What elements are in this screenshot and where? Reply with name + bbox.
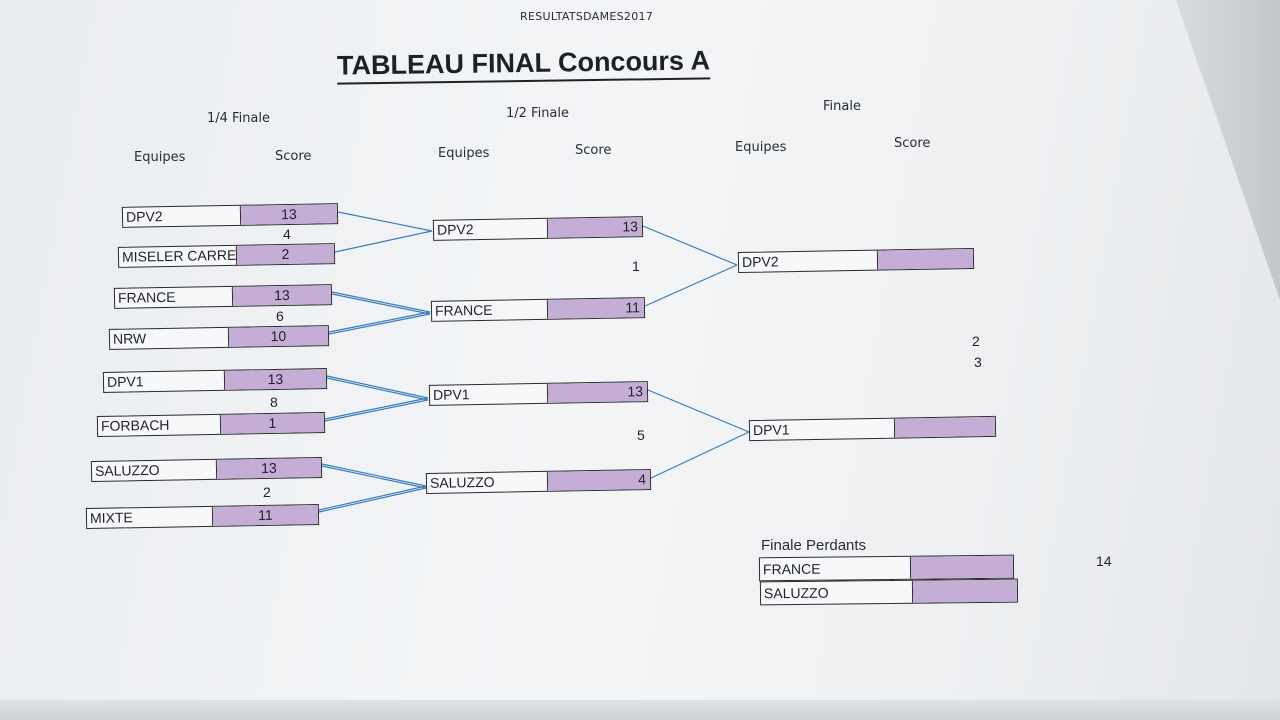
match-number-label: 1 [632,258,640,274]
team-score: 13 [240,204,338,225]
losers-final-cell: SALUZZO [759,578,1019,606]
team-name: FRANCE [759,556,912,581]
team-name: FORBACH [97,414,222,436]
team-score: 11 [212,504,319,526]
team-score [894,416,996,438]
team-score: 13 [216,458,322,479]
semifinal-match-cell: DPV1 13 [428,381,649,406]
team-score: 11 [547,298,645,319]
quarterfinal-match-cell: MISELER CARRE 2 [117,243,336,268]
column-header-score: Score [275,149,312,164]
quarterfinal-match-cell: FRANCE 13 [113,284,333,309]
team-name: NRW [109,327,230,349]
team-name: DPV1 [103,370,226,392]
column-header-score: Score [575,143,612,158]
team-score [877,248,974,270]
team-name: SALUZZO [760,580,914,605]
losers-final-cell: FRANCE [758,554,1015,582]
match-number-label: 2 [972,333,980,349]
team-name: MIXTE [86,506,214,529]
team-name: FRANCE [431,299,549,321]
team-score: 4 [547,470,651,491]
team-score: 10 [228,326,329,347]
quarterfinal-match-cell: DPV2 13 [121,203,339,228]
final-match-cell: DPV2 [737,247,975,274]
team-score: 13 [224,369,327,390]
semifinal-match-cell: SALUZZO 4 [425,469,652,494]
team-score: 13 [547,382,648,403]
team-score: 13 [232,285,332,306]
team-name: DPV1 [429,383,549,405]
team-score [912,579,1018,603]
losers-final-title: Finale Perdants [761,537,867,554]
column-header-teams: Equipes [735,140,787,155]
quarterfinal-match-cell: FORBACH 1 [96,412,326,437]
column-header-score: Score [894,136,931,151]
match-number-label: 4 [283,226,291,242]
quarterfinal-match-cell: DPV1 13 [102,368,328,393]
match-number-label: 6 [276,308,284,324]
team-name: DPV2 [738,250,879,273]
document-header: RESULTATSDAMES2017 [520,10,654,23]
team-name: FRANCE [114,286,234,308]
team-score [910,555,1014,579]
match-number-label: 5 [637,427,645,443]
column-header-teams: Equipes [134,150,186,165]
table-surface [0,700,1280,720]
team-name: MISELER CARRE [118,245,238,267]
quarterfinal-match-cell: NRW 10 [108,325,330,350]
team-score: 1 [220,413,325,434]
semifinal-match-cell: FRANCE 11 [430,297,646,322]
round-label-semi: 1/2 Finale [506,106,570,121]
team-name: DPV2 [433,218,549,240]
match-number-label: 3 [974,354,982,370]
team-score: 13 [547,217,643,238]
team-name: SALUZZO [91,459,218,481]
match-number-label: 14 [1096,553,1112,569]
team-name: DPV1 [749,418,896,441]
team-score: 2 [236,244,335,265]
round-label-final: Finale [823,99,861,114]
team-name: SALUZZO [426,471,549,493]
round-label-quarter: 1/4 Finale [207,111,271,126]
final-match-cell: DPV1 [748,415,997,442]
quarterfinal-match-cell: MIXTE 11 [85,503,320,530]
semifinal-match-cell: DPV2 13 [432,216,644,241]
column-header-teams: Equipes [438,146,490,161]
match-number-label: 2 [263,484,271,500]
team-name: DPV2 [122,205,242,227]
match-number-label: 8 [270,394,278,410]
quarterfinal-match-cell: SALUZZO 13 [90,456,323,483]
